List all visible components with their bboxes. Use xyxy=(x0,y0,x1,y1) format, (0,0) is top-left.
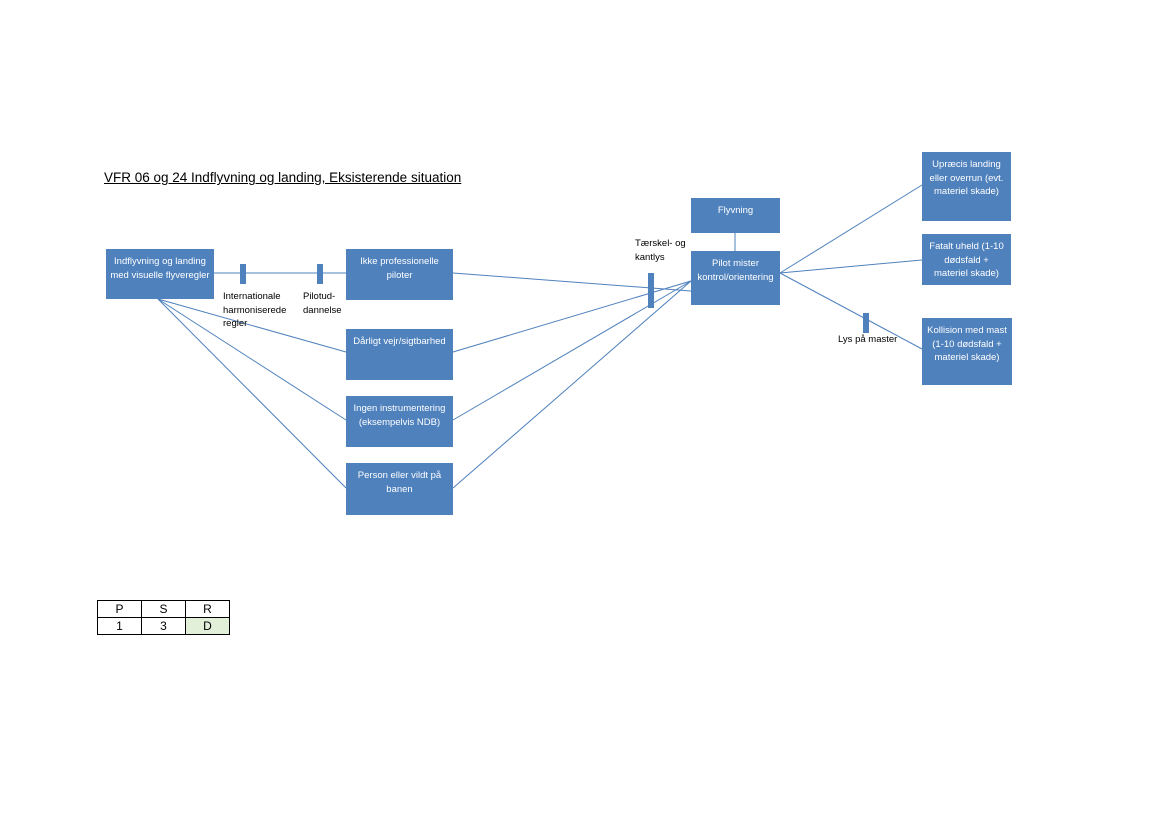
line-source-cause4 xyxy=(157,298,347,489)
psr-header-p: P xyxy=(97,600,142,618)
flyvning-label: Flyvning xyxy=(717,205,754,216)
consequence-box-overrun: Upræcis landing eller overrun (evt. mate… xyxy=(922,152,1011,221)
flyvning-box: Flyvning xyxy=(691,198,780,233)
psr-value-r: D xyxy=(185,617,230,635)
top-event-label: Pilot mister kontrol/orientering xyxy=(697,258,774,283)
psr-rating-table: P S R 1 3 D xyxy=(97,600,230,635)
barrier-marker-rules xyxy=(240,264,246,284)
psr-value-s: 3 xyxy=(141,617,186,635)
line-source-cause3 xyxy=(157,298,347,421)
barrier-marker-threshold-lights xyxy=(648,273,654,308)
line-cause1-top xyxy=(452,272,692,292)
cause-box-person-or-wildlife: Person eller vildt på banen xyxy=(346,463,453,515)
cause-label: Person eller vildt på banen xyxy=(357,470,442,495)
consequence-label: Upræcis landing eller overrun (evt. mate… xyxy=(929,159,1004,197)
cause-box-no-instrumentation: Ingen instrumentering (eksempelvis NDB) xyxy=(346,396,453,447)
table-row: P S R xyxy=(97,600,230,618)
line-cause2-top xyxy=(452,280,692,353)
top-event-box: Pilot mister kontrol/orientering xyxy=(691,251,780,305)
psr-header-r: R xyxy=(185,600,230,618)
line-top-cons2 xyxy=(779,259,923,274)
barrier-marker-mast-lights xyxy=(863,313,869,333)
source-event-box: Indflyvning og landing med visuelle flyv… xyxy=(106,249,214,299)
line-cause4-top xyxy=(452,280,692,489)
barrier-label-mast-lights: Lys på master xyxy=(838,334,898,345)
cause-box-bad-weather: Dårligt vejr/sigtbarhed xyxy=(346,329,453,380)
psr-value-p: 1 xyxy=(97,617,142,635)
diagram-title: VFR 06 og 24 Indflyvning og landing, Eks… xyxy=(104,170,462,185)
barrier-label-threshold-lights: Tærskel- og kantlys xyxy=(635,238,686,263)
consequence-label: Fatalt uheld (1-10 dødsfald + materiel s… xyxy=(929,241,1004,279)
barrier-label-pilot-training: Pilotud-dannelse xyxy=(303,291,342,316)
cause-box-non-professional-pilots: Ikke professionelle piloter xyxy=(346,249,453,300)
consequence-label: Kollision med mast (1-10 dødsfald + mate… xyxy=(927,325,1007,363)
source-event-label: Indflyvning og landing med visuelle flyv… xyxy=(110,256,210,281)
cause-label: Ikke professionelle piloter xyxy=(360,256,439,281)
barrier-label-rules: Internationale harmoniserede regler xyxy=(223,291,287,329)
cause-label: Ingen instrumentering (eksempelvis NDB) xyxy=(353,403,446,428)
line-top-cons3 xyxy=(779,272,923,350)
table-row: 1 3 D xyxy=(97,617,230,635)
line-cause3-top xyxy=(452,280,692,421)
line-source-cause2 xyxy=(157,298,347,353)
psr-header-s: S xyxy=(141,600,186,618)
consequence-box-mast-collision: Kollision med mast (1-10 dødsfald + mate… xyxy=(922,318,1012,385)
line-top-cons1 xyxy=(779,184,923,274)
cause-label: Dårligt vejr/sigtbarhed xyxy=(353,336,446,347)
consequence-box-fatal-accident: Fatalt uheld (1-10 dødsfald + materiel s… xyxy=(922,234,1011,285)
barrier-marker-pilot-training xyxy=(317,264,323,284)
